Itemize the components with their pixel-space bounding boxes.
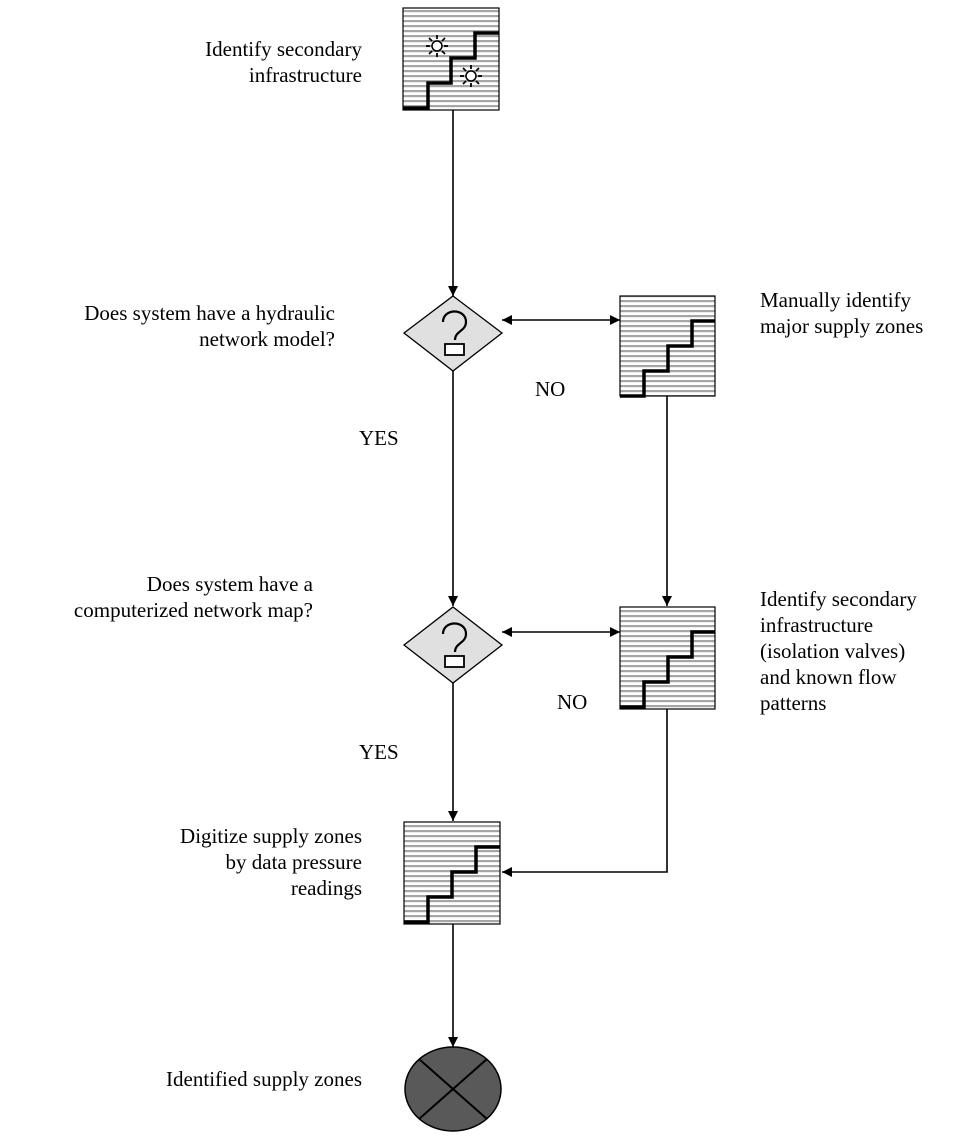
question-mark-icon <box>441 622 468 668</box>
label-line: Does system have a <box>146 572 313 596</box>
label-line: Identified supply zones <box>166 1067 362 1091</box>
node-manual-zones-icon <box>619 295 716 398</box>
edge-label-yes-1: YES <box>359 426 399 450</box>
label-line: network model? <box>199 327 335 351</box>
label-line: Does system have a hydraulic <box>84 301 335 325</box>
label-network-map-question: Does system have a computerized network … <box>74 571 313 623</box>
label-secondary-flow: Identify secondary infrastructure (isola… <box>760 586 917 716</box>
label-line: Identify secondary <box>205 37 362 61</box>
label-line: Manually identify <box>760 288 912 312</box>
label-line: infrastructure <box>760 613 874 637</box>
question-mark-icon <box>441 310 468 356</box>
label-manual-zones: Manually identify major supply zones <box>760 287 923 339</box>
label-line: Identify secondary <box>760 587 917 611</box>
node-identify-secondary-icon <box>402 7 500 111</box>
edge-label-no-2: NO <box>557 690 588 714</box>
label-line: (isolation valves) <box>760 639 906 663</box>
label-line: by data pressure <box>225 850 362 874</box>
decision-diamond-hydraulic <box>402 295 504 372</box>
label-identify-secondary: Identify secondary infrastructure <box>205 36 362 88</box>
label-line: Digitize supply zones <box>180 824 362 848</box>
sun-icon <box>426 35 448 57</box>
label-line: infrastructure <box>248 63 362 87</box>
label-identified: Identified supply zones <box>166 1066 362 1092</box>
edge-secondary-to-digitize <box>502 709 668 877</box>
node-digitize-icon <box>403 821 501 925</box>
connectors <box>448 110 672 1047</box>
label-line: patterns <box>760 691 827 715</box>
node-secondary-flow-icon <box>619 606 716 710</box>
label-hydraulic-question: Does system have a hydraulic network mod… <box>84 300 335 352</box>
terminal-node-icon <box>404 1046 502 1132</box>
sun-icon <box>460 65 482 87</box>
label-line: and known flow <box>760 665 897 689</box>
edge-label-yes-2: YES <box>359 740 399 764</box>
label-digitize: Digitize supply zones by data pressure r… <box>180 823 362 901</box>
label-line: readings <box>290 876 362 900</box>
decision-diamond-network-map <box>402 606 504 684</box>
label-line: computerized network map? <box>73 598 313 622</box>
label-line: major supply zones <box>760 314 924 338</box>
edge-label-no-1: NO <box>535 377 566 401</box>
